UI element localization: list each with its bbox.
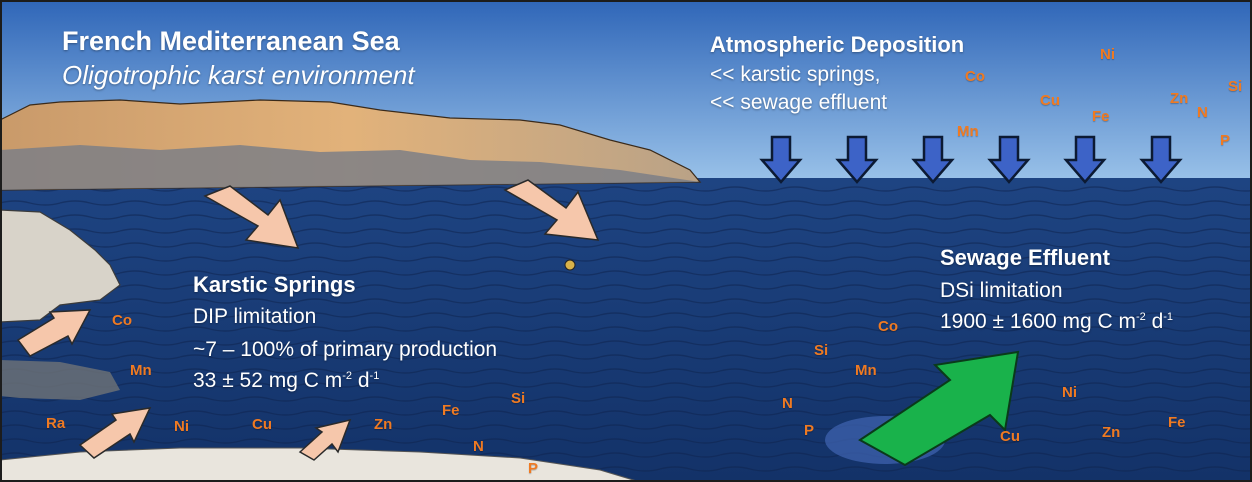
element-label-atm-si: Si [1228,78,1243,95]
sewage-line2-sup1: -2 [1135,311,1146,323]
element-label-karst-p: P [528,460,539,477]
atmospheric-line1: << karstic springs, [710,63,881,86]
sea-waves [0,182,1252,482]
atmospheric-heading: Atmospheric Deposition [710,32,965,57]
element-label-atm-co: Co [965,68,985,85]
sewage-line2-mid: d [1145,310,1164,333]
buoy [564,259,576,271]
element-label-karst-fe: Fe [442,402,460,419]
sewage-heading: Sewage Effluent [940,245,1110,270]
element-label-atm-fe: Fe [1092,108,1110,125]
element-label-sewage-cu: Cu [1000,428,1020,445]
sewage-line1: DSi limitation [940,279,1063,302]
deposition-arrow-1 [759,135,803,184]
title-line1: French Mediterranean Sea [62,26,400,56]
element-label-karst-si: Si [511,390,526,407]
left-rocks [0,209,121,323]
deposition-arrows [759,135,1183,184]
spring-arrow-bottom-1 [78,407,152,459]
sewage-line2-prefix: 1900 ± 1600 mg C m [940,310,1136,333]
spring-arrow-left [16,309,92,357]
sewage-line2: 1900 ± 1600 mg C m-2 d-1 [940,307,1173,336]
element-label-atm-n: N [1197,104,1208,121]
foreground-rock [0,447,641,482]
deposition-arrow-5 [1063,135,1107,184]
element-label-sewage-mn: Mn [855,362,877,379]
element-label-atm-ni: Ni [1100,46,1115,63]
element-label-sewage-p: P [804,422,815,439]
element-label-atm-cu: Cu [1040,92,1060,109]
sewage-arrow [858,350,1020,467]
cliff-shadow [0,145,700,190]
title-line2: Oligotrophic karst environment [62,60,415,90]
spring-arrow-cliff-1 [203,185,300,249]
left-rock-lower [0,360,120,400]
element-label-karst-n: N [473,438,484,455]
element-label-karst-ni: Ni [174,418,189,435]
atmospheric-line2: << sewage effluent [710,91,888,114]
karstic-line1: DIP limitation [193,305,317,328]
element-label-sewage-n: N [782,395,793,412]
element-label-atm-mn: Mn [957,123,979,140]
element-label-atm-p: P [1220,132,1231,149]
deposition-arrow-2 [835,135,879,184]
deposition-arrow-4 [987,135,1031,184]
element-label-sewage-co: Co [878,318,898,335]
spring-arrows [16,179,600,461]
karstic-heading: Karstic Springs [193,272,356,297]
karstic-line3: 33 ± 52 mg C m-2 d-1 [193,366,379,395]
karstic-line3-mid: d [352,369,370,392]
element-label-sewage-ni: Ni [1062,384,1077,401]
karstic-line3-prefix: 33 ± 52 mg C m [193,369,343,392]
element-label-sewage-si: Si [814,342,829,359]
element-label-sewage-zn: Zn [1102,424,1121,441]
spring-arrow-bottom-2 [298,418,352,461]
element-label-karst-co: Co [112,312,132,329]
element-label-karst-mn: Mn [130,362,152,379]
karstic-line3-sup1: -2 [342,370,353,382]
karstic-line2: ~7 – 100% of primary production [193,338,498,361]
element-label-karst-ra: Ra [46,415,66,432]
element-label-karst-cu: Cu [252,416,272,433]
sewage-line2-sup2: -1 [1163,311,1174,323]
deposition-arrow-6 [1139,135,1183,184]
element-label-karst-zn: Zn [374,416,393,433]
element-label-atm-zn: Zn [1170,90,1189,107]
karstic-line3-sup2: -1 [369,370,380,382]
element-label-sewage-fe: Fe [1168,414,1186,431]
spring-arrow-cliff-2 [503,179,600,241]
deposition-arrow-3 [911,135,955,184]
